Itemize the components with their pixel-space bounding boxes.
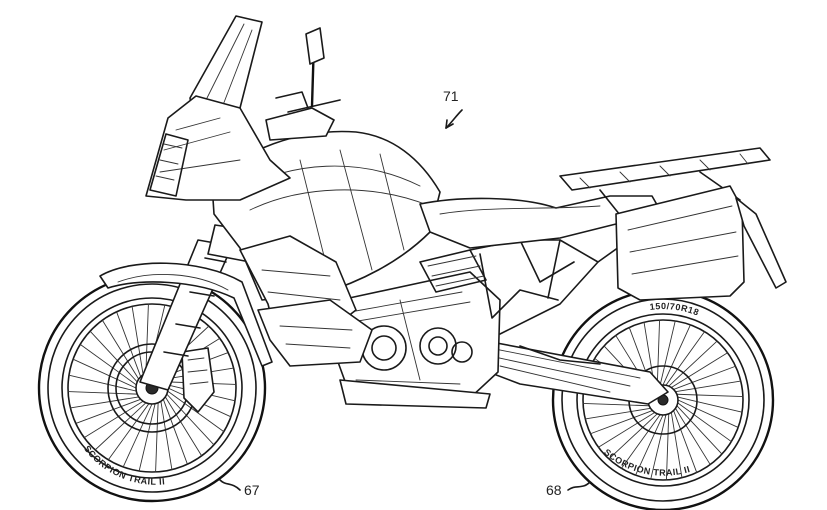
spoke [68, 392, 137, 395]
spoke [585, 408, 650, 419]
reference-71: 71 [443, 88, 462, 128]
spoke [675, 381, 740, 392]
rear-wheel: SCORPION TRAIL II 150/70R18 [553, 290, 773, 510]
reference-67: 67 [220, 480, 260, 498]
reference-label-71: 71 [443, 88, 459, 104]
spoke [590, 411, 652, 434]
spoke [117, 312, 141, 377]
spoke [674, 411, 697, 473]
reference-label-68: 68 [546, 482, 562, 498]
spoke [161, 401, 172, 469]
front-wheel: SCORPION TRAIL II [39, 275, 265, 501]
spoke [132, 306, 143, 374]
reference-label-67: 67 [244, 482, 260, 498]
spoke [657, 320, 659, 386]
spoke [583, 403, 649, 405]
spoke [76, 399, 141, 423]
spoke [674, 366, 736, 389]
reference-68: 68 [546, 482, 590, 498]
spoke [156, 403, 159, 472]
mirror [306, 28, 324, 106]
spoke [163, 399, 187, 464]
spoke [677, 394, 743, 396]
front-brake-caliper [182, 348, 214, 412]
spoke [70, 397, 138, 408]
